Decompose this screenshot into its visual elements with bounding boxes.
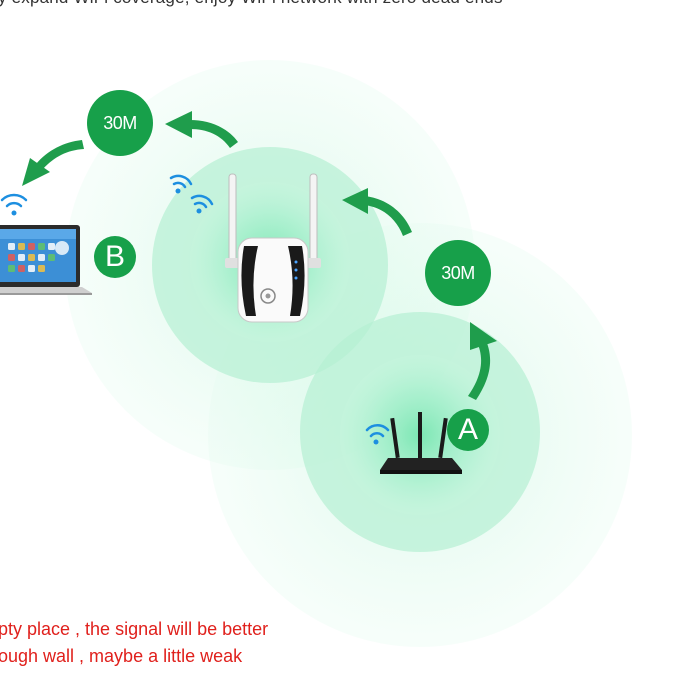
device-label-a: A [447,409,489,451]
tagline: ly expand WiFi coverage, enjoy WiFi netw… [0,0,688,8]
caption-line-1: pty place , the signal will be better [0,619,269,639]
wifi-icon-router [365,424,390,445]
device-label-b: B [94,236,136,278]
arrow-icon-router-up [468,322,497,400]
laptop-icon [0,225,92,295]
arrow-icon-to-laptop [22,140,84,186]
repeater-icon [225,173,321,323]
router-icon [380,412,462,474]
speed-badge-left: 30M [87,90,153,156]
wifi-icon-repeater-1 [169,174,193,194]
speed-badge-right: 30M [425,240,491,306]
wifi-icon-repeater-2 [190,194,214,214]
wifi-icon-laptop [0,193,28,216]
arrow-icon-to-repeater [342,188,412,236]
caption-line-2: ough wall , maybe a little weak [0,646,243,666]
arrow-icon-repeater-up [165,111,238,148]
